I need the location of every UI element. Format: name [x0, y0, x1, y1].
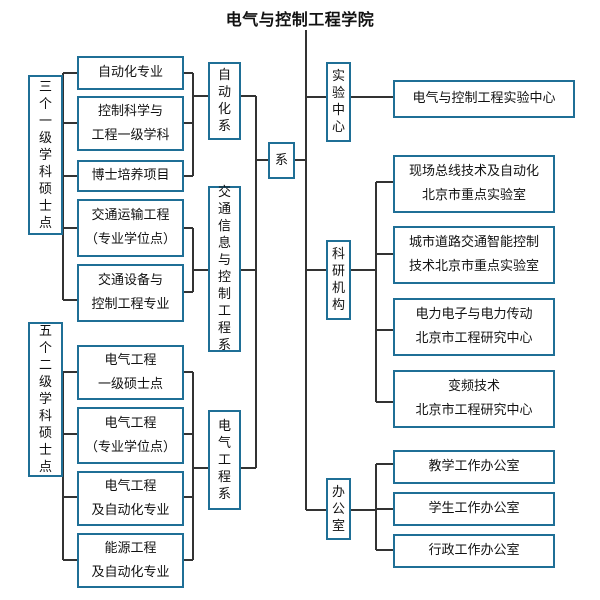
- program-box-energy-automation: 能源工程 及自动化专业: [77, 533, 184, 588]
- lab-center-item-label: 电气与控制工程实验中心: [412, 91, 556, 106]
- department-label: 交通信息与控制工程系: [218, 185, 232, 353]
- office-item: 行政工作办公室: [393, 534, 555, 568]
- research-item: 电力电子与电力传动 北京市工程研究中心: [393, 298, 555, 356]
- research-item-label: 电力电子与电力传动 北京市工程研究中心: [415, 307, 533, 346]
- office-item-label: 行政工作办公室: [428, 543, 520, 558]
- master-group-box: 五个二级学科硕士点: [28, 322, 63, 477]
- research-item-label: 变频技术 北京市工程研究中心: [415, 379, 533, 418]
- doctoral-group-box: 三个一级学科硕士点: [28, 75, 63, 235]
- program-box-electrical-automation: 电气工程 及自动化专业: [77, 471, 184, 526]
- office-item-label: 教学工作办公室: [428, 459, 520, 474]
- research-item-label: 城市道路交通智能控制 技术北京市重点实验室: [408, 235, 539, 274]
- research-item-label: 现场总线技术及自动化 北京市重点实验室: [408, 164, 539, 203]
- program-box-transport-equipment: 交通设备与 控制工程专业: [77, 264, 184, 322]
- program-box-transport-engineering: 交通运输工程 （专业学位点）: [77, 199, 184, 257]
- program-label: 电气工程 一级硕士点: [97, 352, 163, 392]
- research-item: 变频技术 北京市工程研究中心: [393, 370, 555, 428]
- department-box-transport: 交通信息与控制工程系: [208, 185, 241, 353]
- program-box-control-science: 控制科学与 工程一级学科: [77, 96, 184, 151]
- lab-center-item: 电气与控制工程实验中心: [393, 80, 575, 118]
- program-box-electrical-first-level: 电气工程 一级硕士点: [77, 345, 184, 400]
- master-group-label: 五个二级学科硕士点: [39, 324, 53, 475]
- program-label: 交通设备与 控制工程专业: [91, 273, 170, 312]
- office-box: 办公室: [326, 478, 351, 540]
- page-title: 电气与控制工程学院: [225, 10, 375, 29]
- research-item: 城市道路交通智能控制 技术北京市重点实验室: [393, 226, 555, 284]
- program-box-phd-project: 博士培养项目: [77, 160, 184, 192]
- department-group-box: 系: [268, 142, 295, 179]
- program-label: 交通运输工程 （专业学位点）: [84, 208, 176, 247]
- program-label: 电气工程 及自动化专业: [91, 478, 170, 518]
- program-label: 控制科学与 工程一级学科: [91, 103, 170, 143]
- lab-center-box: 实验中心: [326, 62, 351, 142]
- program-label: 电气工程 （专业学位点）: [84, 415, 176, 455]
- department-box-automation: 自动化系: [208, 62, 241, 140]
- program-box-electrical-professional: 电气工程 （专业学位点）: [77, 407, 184, 464]
- doctoral-group-label: 三个一级学科硕士点: [39, 79, 53, 231]
- program-label: 能源工程 及自动化专业: [91, 540, 170, 580]
- department-label: 电气工程系: [218, 418, 232, 502]
- program-label: 自动化专业: [97, 65, 163, 80]
- research-item: 现场总线技术及自动化 北京市重点实验室: [393, 155, 555, 213]
- research-box: 科研机构: [326, 240, 351, 320]
- department-group-label: 系: [274, 152, 288, 168]
- lab-center-label: 实验中心: [332, 69, 346, 135]
- program-box-automation-major: 自动化专业: [77, 56, 184, 90]
- department-box-electrical: 电气工程系: [208, 410, 241, 510]
- research-label: 科研机构: [332, 247, 346, 313]
- office-item: 学生工作办公室: [393, 492, 555, 526]
- office-item-label: 学生工作办公室: [428, 501, 520, 516]
- office-label: 办公室: [332, 484, 346, 534]
- department-label: 自动化系: [218, 68, 232, 134]
- office-item: 教学工作办公室: [393, 450, 555, 484]
- program-label: 博士培养项目: [91, 168, 170, 183]
